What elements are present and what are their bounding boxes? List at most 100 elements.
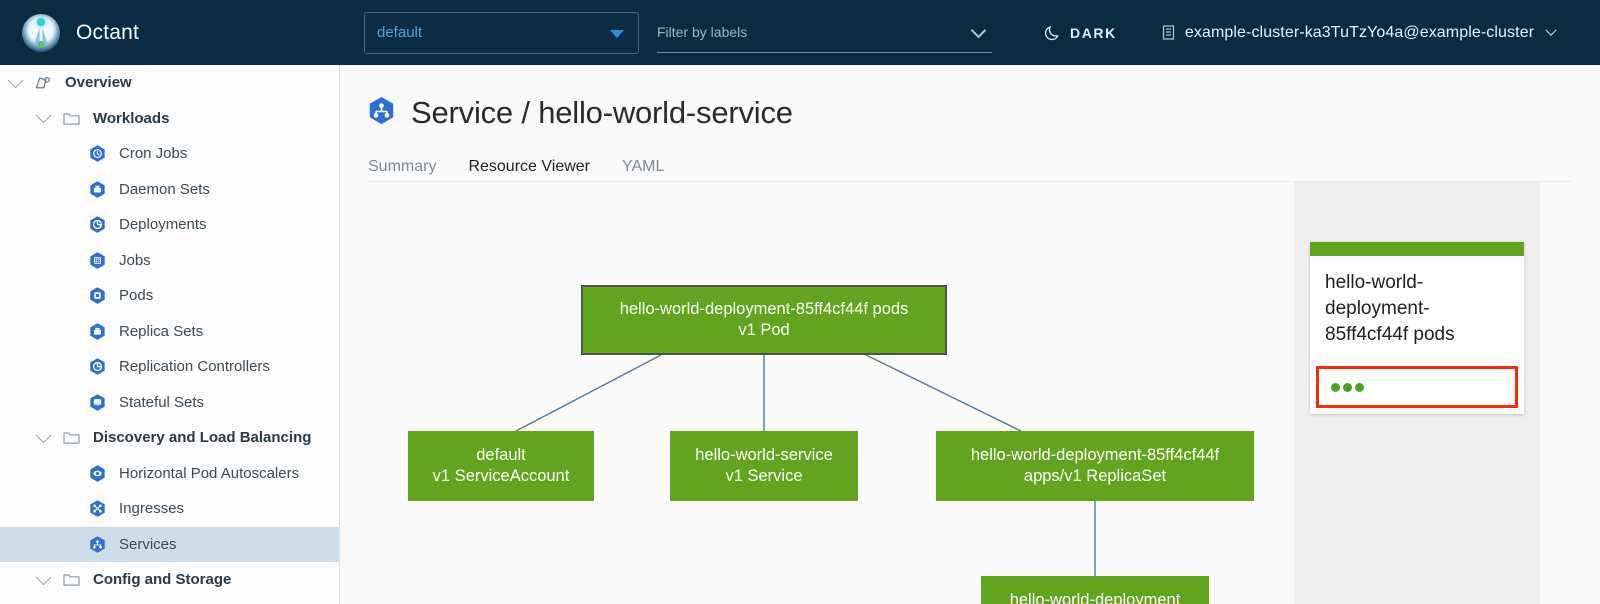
sidebar-item-label: Stateful Sets: [119, 393, 205, 411]
sidebar-item-label: Daemon Sets: [119, 180, 210, 198]
resource-viewer-panel: hello-world-deployment-85ff4cf44f pods v1…: [366, 181, 1571, 604]
graph-edges: [515, 354, 1096, 576]
k8s-daemonset-icon: [84, 180, 110, 199]
resource-graph[interactable]: hello-world-deployment-85ff4cf44f pods v1…: [366, 182, 1294, 604]
sidebar-item-horizontal-pod-autoscalers[interactable]: Horizontal Pod Autoscalers: [0, 456, 339, 492]
brand-name: Octant: [76, 20, 140, 44]
k8s-deployment-icon: [84, 215, 110, 234]
k8s-replicaset-icon: [84, 322, 110, 341]
sidebar-item-label: Services: [119, 535, 177, 553]
cluster-name: example-cluster-ka3TuTzYo4a@example-clus…: [1184, 23, 1535, 41]
moon-icon: [1044, 24, 1061, 41]
sidebar-item-label: Config and Storage: [93, 571, 232, 589]
chevron-down-icon[interactable]: [970, 22, 987, 38]
card-body: hello-world-deployment-85ff4cf44f pods: [1310, 256, 1524, 360]
sidebar-item-replication-controllers[interactable]: Replication Controllers: [0, 349, 339, 385]
node-kind: v1 ServiceAccount: [432, 467, 570, 485]
graph-node-deployment[interactable]: hello-world-deploymentapps/v1 Deployment: [981, 576, 1209, 604]
sidebar-item-discovery-and-load-balancing[interactable]: Discovery and Load Balancing: [0, 420, 339, 456]
graph-node-replicaset[interactable]: hello-world-deployment-85ff4cf44f apps/v1…: [936, 431, 1254, 501]
node-name: hello-world-deployment-85ff4cf44f: [970, 446, 1220, 464]
graph-edge-pod-to-sa: [515, 354, 662, 432]
graph-node-sa[interactable]: default v1 ServiceAccount: [408, 431, 594, 501]
chevron-down-icon[interactable]: [28, 569, 58, 586]
dark-mode-label: DARK: [1070, 24, 1117, 41]
graph-edge-pod-to-replicaset: [865, 354, 1022, 432]
detail-side-panel: hello-world-deployment-85ff4cf44f pods: [1294, 182, 1540, 604]
sidebar-item-workloads[interactable]: Workloads: [0, 101, 339, 137]
k8s-job-icon: [84, 251, 110, 270]
dark-mode-toggle[interactable]: DARK: [1044, 24, 1117, 41]
sidebar-item-label: Pods: [119, 287, 154, 305]
label-filter-placeholder: Filter by labels: [657, 24, 748, 40]
cluster-selector[interactable]: example-cluster-ka3TuTzYo4a@example-clus…: [1161, 23, 1557, 42]
pod-status-dot[interactable]: [1331, 382, 1340, 392]
sidebar-item-config-and-storage[interactable]: Config and Storage: [0, 562, 339, 598]
k8s-statefulset-icon: [84, 393, 110, 412]
graph-node-service[interactable]: hello-world-service v1 Service: [670, 431, 858, 501]
k8s-hpa-icon: [84, 464, 110, 483]
sidebar-item-label: Ingresses: [119, 500, 185, 518]
cluster-icon: [1161, 24, 1176, 41]
tab-summary[interactable]: Summary: [368, 158, 437, 175]
k8s-replicationcontroller-icon: [84, 357, 110, 376]
node-kind: v1 Pod: [738, 321, 790, 339]
k8s-pod-icon: [84, 286, 110, 305]
sidebar-item-stateful-sets[interactable]: Stateful Sets: [0, 385, 339, 421]
sidebar-item-label: Horizontal Pod Autoscalers: [119, 464, 300, 482]
page-title: Service / hello-world-service: [366, 95, 1600, 131]
app-header: Octant default Filter by labels DARK exa…: [0, 0, 1600, 65]
octant-lighthouse-logo-icon: [22, 13, 60, 52]
card-title: hello-world-deployment-85ff4cf44f pods: [1325, 272, 1455, 345]
sidebar-item-label: Jobs: [119, 251, 151, 269]
chevron-down-icon[interactable]: [28, 427, 58, 444]
pod-detail-card[interactable]: hello-world-deployment-85ff4cf44f pods: [1310, 242, 1524, 414]
pod-status-dot[interactable]: [1355, 382, 1364, 392]
k8s-cronjob-icon: [84, 144, 110, 163]
k8s-service-icon: [84, 535, 110, 554]
folder-icon: [58, 430, 84, 445]
namespace-value: default: [377, 24, 423, 41]
sidebar-item-pods[interactable]: Pods: [0, 278, 339, 314]
folder-icon: [58, 111, 84, 126]
sidebar-item-label: Discovery and Load Balancing: [93, 429, 312, 447]
sidebar-item-label: Overview: [65, 74, 132, 92]
node-kind: apps/v1 ReplicaSet: [1023, 467, 1167, 485]
pod-status-dot[interactable]: [1343, 382, 1352, 392]
sidebar-item-replica-sets[interactable]: Replica Sets: [0, 314, 339, 350]
sidebar-item-jobs[interactable]: Jobs: [0, 243, 339, 279]
brand-area[interactable]: Octant: [0, 0, 340, 65]
namespace-select[interactable]: default: [364, 11, 639, 54]
sidebar-item-label: Deployments: [119, 216, 207, 234]
pod-status-dots-highlight[interactable]: [1316, 366, 1518, 408]
chevron-down-icon[interactable]: [28, 107, 58, 124]
sidebar-item-ingresses[interactable]: Ingresses: [0, 491, 339, 527]
chevron-down-icon[interactable]: [0, 72, 30, 89]
tab-yaml[interactable]: YAML: [622, 158, 665, 175]
sidebar-item-cron-jobs[interactable]: Cron Jobs: [0, 136, 339, 172]
overview-icon: [30, 75, 56, 91]
k8s-ingress-icon: [84, 499, 110, 518]
node-name: hello-world-deployment: [1009, 591, 1181, 604]
sidebar-item-label: Replication Controllers: [119, 358, 270, 376]
sidebar-item-daemon-sets[interactable]: Daemon Sets: [0, 172, 339, 208]
node-kind: v1 Service: [725, 467, 803, 485]
sidebar-item-services[interactable]: Services: [0, 526, 339, 562]
graph-node-pod[interactable]: hello-world-deployment-85ff4cf44f pods v1…: [581, 285, 947, 355]
sidebar-item-overview[interactable]: Overview: [0, 65, 339, 101]
page-title-text: Service / hello-world-service: [411, 95, 793, 130]
chevron-down-icon: [1545, 24, 1557, 36]
folder-icon: [58, 572, 84, 587]
sidebar-item-label: Cron Jobs: [119, 145, 188, 163]
chevron-down-icon: [610, 29, 624, 38]
sidebar-item-label: Workloads: [93, 109, 170, 127]
sidebar-item-deployments[interactable]: Deployments: [0, 207, 339, 243]
node-name: hello-world-deployment-85ff4cf44f pods: [619, 300, 909, 318]
label-filter-input[interactable]: Filter by labels: [657, 13, 992, 53]
node-name: default: [476, 446, 526, 464]
node-name: hello-world-service: [695, 446, 833, 464]
k8s-service-icon: [366, 95, 397, 131]
